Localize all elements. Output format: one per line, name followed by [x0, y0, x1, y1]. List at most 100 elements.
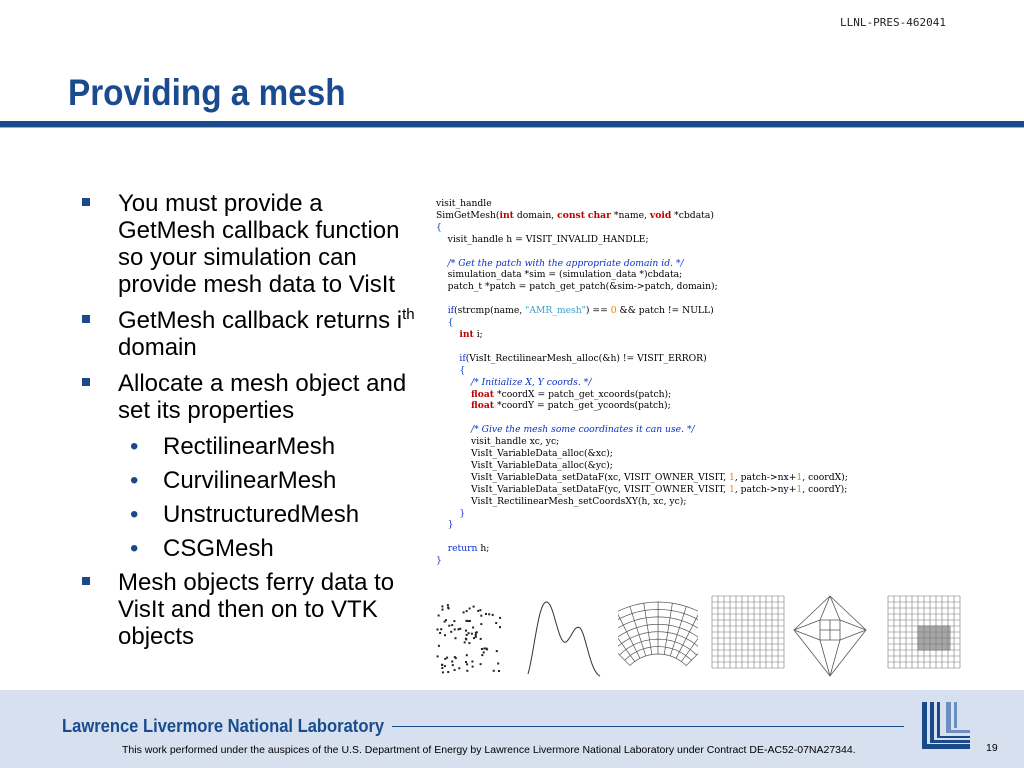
mesh-point: [437, 614, 440, 617]
mesh-point: [443, 665, 446, 668]
mesh-point: [447, 606, 450, 609]
bullet-text: Mesh objects ferry data to VisIt and the…: [118, 569, 395, 650]
footer-band: [0, 690, 1024, 768]
mesh-point: [446, 604, 449, 607]
mesh-point: [453, 669, 456, 671]
point-mesh-thumbnail: [436, 604, 502, 674]
mesh-point: [471, 665, 474, 668]
mesh-point: [441, 605, 444, 608]
mesh-point: [443, 620, 446, 623]
mesh-point: [451, 664, 454, 667]
mesh-point: [479, 637, 482, 640]
bullet-dot-icon: •: [130, 501, 139, 528]
slide-title: Providing a mesh: [68, 72, 346, 113]
bullet-square-icon: [82, 198, 90, 206]
mesh-point: [495, 622, 498, 624]
llnl-logo-icon: [922, 702, 970, 749]
mesh-point: [480, 614, 483, 617]
bullet-square-icon: [82, 577, 90, 585]
mesh-point: [453, 628, 456, 631]
mesh-point: [474, 635, 477, 638]
mesh-point: [436, 655, 439, 658]
bullet-text: GetMesh callback returns i: [118, 307, 403, 334]
mesh-point: [473, 637, 475, 640]
title-rule-thin: [0, 127, 1024, 128]
mesh-point: [466, 663, 469, 666]
curve-mesh-thumbnail: [527, 601, 601, 677]
sub-bullet-text: RectilinearMesh: [163, 433, 336, 460]
mesh-point: [441, 667, 444, 669]
bullet-dot-icon: •: [130, 535, 139, 562]
mesh-point: [488, 613, 491, 616]
bullet-list: You must provide a GetMesh callback func…: [82, 190, 422, 659]
bullet-dot-icon: •: [130, 433, 139, 460]
bullet-text: domain: [118, 334, 197, 361]
mesh-point: [465, 661, 467, 663]
mesh-point: [481, 654, 484, 657]
bullet-item: Allocate a mesh object and set its prope…: [82, 370, 422, 424]
mesh-point: [492, 669, 495, 672]
mesh-point: [441, 671, 444, 674]
sub-bullet-item: •CSGMesh: [82, 535, 422, 562]
mesh-point: [441, 663, 444, 666]
mesh-point: [454, 637, 457, 640]
mesh-point: [448, 624, 451, 627]
superscript: th: [402, 306, 415, 323]
mesh-point: [451, 624, 454, 627]
mesh-point: [468, 620, 471, 622]
unstructured-mesh-thumbnail: [793, 595, 867, 677]
title-rule: [0, 121, 1024, 127]
mesh-point: [465, 654, 468, 657]
bullet-text: Allocate a mesh object and set its prope…: [118, 370, 407, 424]
mesh-point: [467, 632, 470, 635]
bullet-item: You must provide a GetMesh callback func…: [82, 190, 422, 298]
footer-note: This work performed under the auspices o…: [122, 744, 856, 756]
bullet-text: You must provide a GetMesh callback func…: [118, 190, 400, 298]
mesh-point: [450, 630, 453, 633]
mesh-point: [447, 671, 450, 673]
mesh-point: [451, 660, 454, 663]
mesh-point: [465, 619, 468, 622]
sub-bullet-text: CurvilinearMesh: [163, 467, 337, 494]
mesh-point: [457, 628, 460, 631]
curvilinear-mesh-thumbnail: [618, 601, 698, 666]
mesh-point: [436, 628, 439, 631]
mesh-point: [470, 632, 473, 635]
mesh-point: [472, 605, 475, 608]
mesh-point: [446, 656, 449, 659]
mesh-point: [465, 633, 468, 636]
amr-mesh-thumbnail: [887, 595, 961, 669]
mesh-point: [463, 641, 466, 644]
bullet-item: Mesh objects ferry data to VisIt and the…: [82, 569, 422, 650]
mesh-point: [440, 628, 443, 631]
mesh-point: [499, 616, 502, 619]
mesh-point: [437, 644, 440, 647]
mesh-point: [479, 609, 482, 612]
bullet-item: GetMesh callback returns ith domain: [82, 307, 422, 361]
mesh-point: [465, 629, 467, 632]
mesh-point: [458, 667, 461, 670]
lab-name: Lawrence Livermore National Laboratory: [62, 716, 385, 736]
mesh-thumbnails: [430, 594, 970, 680]
mesh-point: [462, 611, 465, 614]
bullet-dot-icon: •: [130, 467, 139, 494]
mesh-point: [466, 669, 469, 672]
mesh-point: [480, 623, 483, 626]
sub-bullet-item: • UnstructuredMesh: [82, 501, 422, 528]
page-number: 19: [986, 742, 998, 754]
mesh-point: [474, 634, 477, 636]
sub-bullet-text: UnstructuredMesh: [163, 501, 360, 528]
rectilinear-mesh-thumbnail: [711, 595, 785, 669]
mesh-point: [444, 657, 447, 660]
mesh-point: [485, 613, 487, 615]
mesh-point: [472, 626, 475, 629]
mesh-point: [477, 609, 480, 612]
mesh-point: [441, 608, 444, 611]
sub-bullet-item: • CurvilinearMesh: [82, 467, 422, 494]
mesh-point: [439, 632, 442, 634]
mesh-point: [464, 637, 467, 640]
document-id: LLNL-PRES-462041: [840, 16, 946, 29]
mesh-point: [497, 662, 500, 665]
mesh-point: [479, 663, 482, 666]
mesh-point: [459, 627, 462, 630]
